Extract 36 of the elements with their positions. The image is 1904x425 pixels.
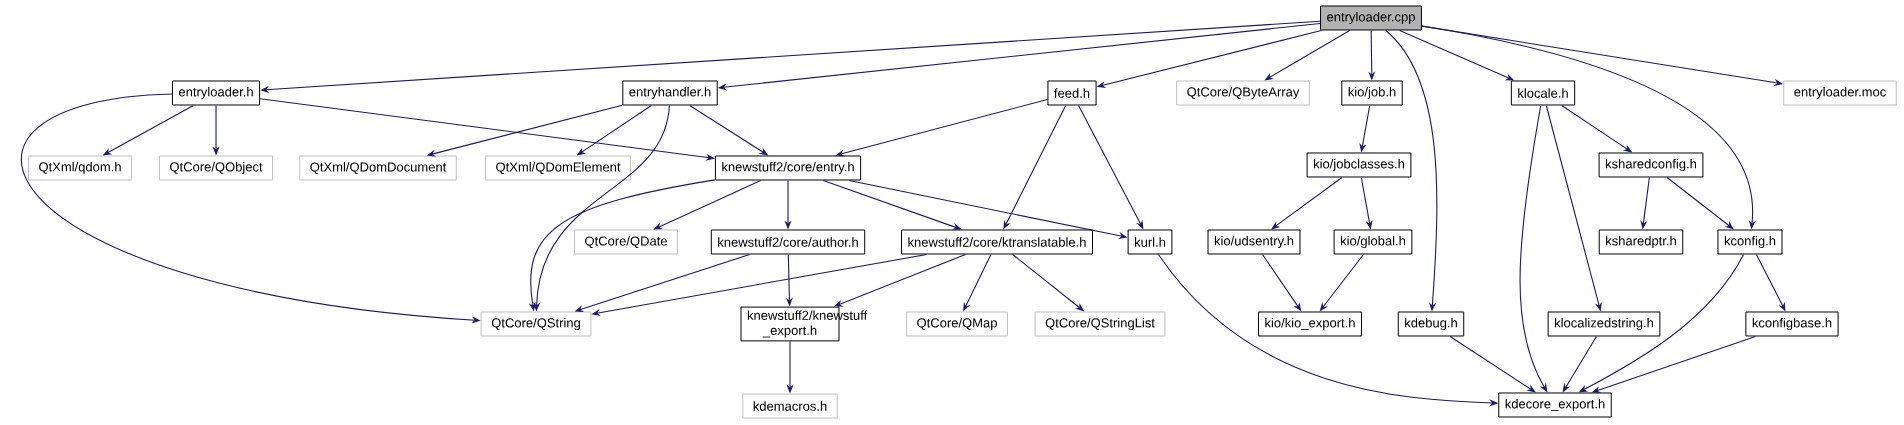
header-box: knewstuff2/core/author.h (710, 229, 866, 255)
header-box: kio/kio_export.h (1258, 311, 1363, 337)
header-box: ksharedptr.h (1598, 229, 1684, 255)
external-header-box: QtCore/QObject (158, 155, 274, 181)
header-box: knewstuff2/knewstuff _export.h (740, 306, 868, 342)
header-box: knewstuff2/core/ktranslatable.h (901, 229, 1093, 255)
header-box: klocalizedstring.h (1547, 311, 1661, 337)
header-box: kurl.h (1127, 229, 1173, 255)
header-box: kio/jobclasses.h (1306, 152, 1412, 178)
external-header-box: QtCore/QMap (906, 311, 1008, 337)
arrow (1666, 176, 1734, 230)
arrow (1271, 176, 1343, 230)
header-box: feed.h (1047, 80, 1097, 106)
header-box: klocale.h (1510, 80, 1576, 106)
current-file-box: entryloader.cpp (1320, 5, 1422, 31)
header-box: entryloader.h (171, 80, 261, 106)
header-box: kio/job.h (1341, 80, 1403, 106)
external-header-box: entryloader.moc (1783, 80, 1897, 106)
header-box: kio/global.h (1333, 229, 1413, 255)
external-header-box: QtXml/QDomDocument (299, 155, 457, 181)
external-header-box: QtXml/QDomElement (485, 155, 631, 181)
arrow (1449, 335, 1536, 393)
external-header-box: QtCore/QStringList (1034, 311, 1166, 337)
header-box: kdecore_export.h (1498, 392, 1612, 418)
external-header-box: QtCore/QString (480, 311, 592, 337)
header-box: knewstuff2/core/entry.h (714, 155, 862, 181)
header-box: ksharedconfig.h (1598, 152, 1704, 178)
external-header-box: QtCore/QDate (574, 229, 679, 255)
external-header-box: QtXml/qdom.h (28, 155, 133, 181)
external-header-box: QtCore/QByteArray (1176, 80, 1310, 106)
header-box: entryhandler.h (622, 80, 718, 106)
external-header-box: kdemacros.h (742, 393, 838, 419)
header-box: kconfigbase.h (1745, 311, 1839, 337)
header-box: kdebug.h (1397, 311, 1465, 337)
header-box: kconfig.h (1717, 229, 1783, 255)
header-box: kio/udsentry.h (1207, 229, 1301, 255)
